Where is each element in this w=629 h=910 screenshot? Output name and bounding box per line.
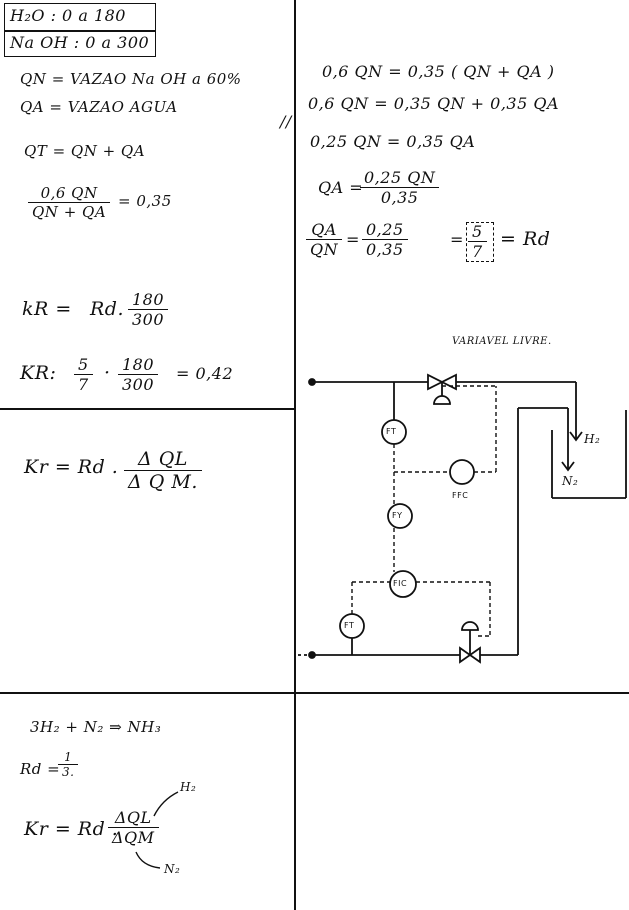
kr2-label: KR: xyxy=(20,362,57,384)
kr-rd: Rd. xyxy=(90,298,125,320)
equation-5-rd: = Rd xyxy=(500,228,551,250)
kr2-numerator-1: 5 xyxy=(74,355,93,375)
label-h2-tank: H₂ xyxy=(584,432,601,446)
equation-5-numerator-2: 0,25 xyxy=(362,220,408,240)
kr2-denominator-2: 300 xyxy=(122,375,155,394)
equation-2: 0,6 QN = 0,35 QN + 0,35 QA xyxy=(308,94,560,113)
ratio-fraction: 0,6 QN QN + QA xyxy=(28,184,111,221)
equation-4-numerator: 0,25 QN xyxy=(360,168,440,188)
kr2-denominator-1: 7 xyxy=(78,375,89,394)
equation-4-fraction: 0,25 QN 0,35 xyxy=(360,168,440,207)
bottom-kr-denominator: ΔQM xyxy=(112,828,155,847)
equation-3: 0,25 QN = 0,35 QA xyxy=(310,132,476,151)
bottom-n2-note: N₂ xyxy=(164,862,181,876)
kr-fraction: 180 300 xyxy=(128,290,169,329)
equation-qt: QT = QN + QA xyxy=(24,142,146,160)
bottom-kr-fraction: ΔQL ΔQM xyxy=(108,808,159,847)
bottom-kr-label: Kr = Rd . xyxy=(24,818,119,840)
instrument-fy: FY xyxy=(392,511,403,520)
definition-qn: QN = VAZAO Na OH a 60% xyxy=(20,70,242,88)
label-variable-livre: VARIAVEL LIVRE. xyxy=(452,336,552,347)
bottom-horizontal-divider xyxy=(0,692,629,694)
kr2-numerator-2: 180 xyxy=(118,355,159,375)
instrument-ffc: FFC xyxy=(452,491,469,500)
ratio-denominator: QN + QA xyxy=(32,203,107,221)
ratio-equals: = 0,35 xyxy=(118,192,172,210)
kr2-dot: · xyxy=(104,362,111,384)
krg-numerator: Δ QL xyxy=(124,448,202,471)
equation-5-fraction-1: QA QN xyxy=(306,220,343,259)
instrument-ft-bottom: FT xyxy=(344,621,355,630)
bottom-kr-numerator: ΔQL xyxy=(108,808,159,828)
equation-1: 0,6 QN = 0,35 ( QN + QA ) xyxy=(322,62,555,81)
equation-4-denominator: 0,35 xyxy=(380,188,419,207)
krg-denominator: Δ Q M. xyxy=(128,471,198,493)
equation-5-numerator-3: 5 xyxy=(468,222,487,242)
krg-fraction: Δ QL Δ Q M. xyxy=(124,448,202,493)
rd-fraction: 1 3. xyxy=(58,750,79,779)
instrument-ft-top: FT xyxy=(386,427,397,436)
header-line-1: H₂O : 0 a 180 xyxy=(10,6,126,25)
left-horizontal-divider xyxy=(0,408,296,410)
equation-5-denominator-1: QN xyxy=(310,240,339,259)
header-line-2: Na OH : 0 a 300 xyxy=(10,33,150,52)
rd-label: Rd = xyxy=(20,760,61,778)
equation-5-numerator-1: QA xyxy=(306,220,343,240)
equation-5-denominator-3: 7 xyxy=(472,242,483,261)
kr2-fraction-1: 5 7 xyxy=(74,355,93,394)
kr2-result: = 0,42 xyxy=(176,364,234,383)
equation-5-equals-1: = xyxy=(346,230,360,249)
definition-qa: QA = VAZAO AGUA xyxy=(20,98,178,116)
header-box-divider xyxy=(4,30,155,32)
slash-mark: // xyxy=(280,112,292,131)
equation-5-equals-2: = xyxy=(450,230,464,249)
kr-denominator: 300 xyxy=(132,310,165,329)
reaction-equation: 3H₂ + N₂ ⇒ NH₃ xyxy=(30,718,162,736)
equation-5-fraction-2: 0,25 0,35 xyxy=(362,220,408,259)
krg-label: Kr = Rd . xyxy=(24,456,119,478)
kr-numerator: 180 xyxy=(128,290,169,310)
kr2-fraction-2: 180 300 xyxy=(118,355,159,394)
rd-denominator: 3. xyxy=(62,765,75,779)
answer-box xyxy=(466,222,494,262)
equation-5-fraction-3: 5 7 xyxy=(468,222,487,261)
bottom-h2-note: H₂ xyxy=(180,780,197,794)
label-n2-tank: N₂ xyxy=(562,474,579,488)
equation-5-denominator-2: 0,35 xyxy=(366,240,404,259)
kr-label: kR = xyxy=(22,298,72,320)
rd-numerator: 1 xyxy=(58,750,79,765)
instrument-fic: FIC xyxy=(393,579,408,588)
ratio-numerator: 0,6 QN xyxy=(28,184,111,203)
equation-4-label: QA = xyxy=(318,178,364,197)
vertical-divider xyxy=(294,0,296,910)
